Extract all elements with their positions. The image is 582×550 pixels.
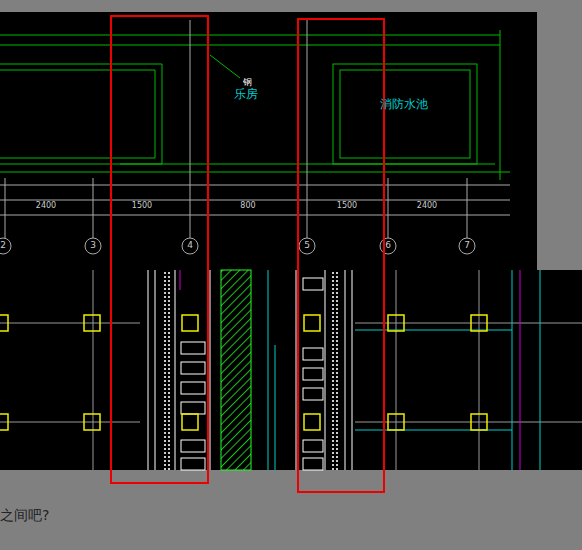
axis-number: 2: [0, 241, 6, 251]
axis-number: 6: [385, 241, 391, 251]
dimension: 1500: [132, 202, 152, 211]
axis-number: 4: [187, 241, 193, 251]
axis-number: 3: [90, 241, 96, 251]
room-name: 消防水池: [380, 98, 428, 111]
material-note: 钢: [243, 78, 252, 88]
caption-note: 之间吧?: [0, 508, 49, 523]
dimension: 2400: [417, 202, 437, 211]
axis-number: 5: [304, 241, 310, 251]
axis-number: 7: [464, 241, 470, 251]
dimension: 2400: [36, 202, 56, 211]
dimension: 1500: [337, 202, 357, 211]
room-name: 乐房: [234, 88, 258, 101]
dimension: 800: [240, 202, 255, 211]
